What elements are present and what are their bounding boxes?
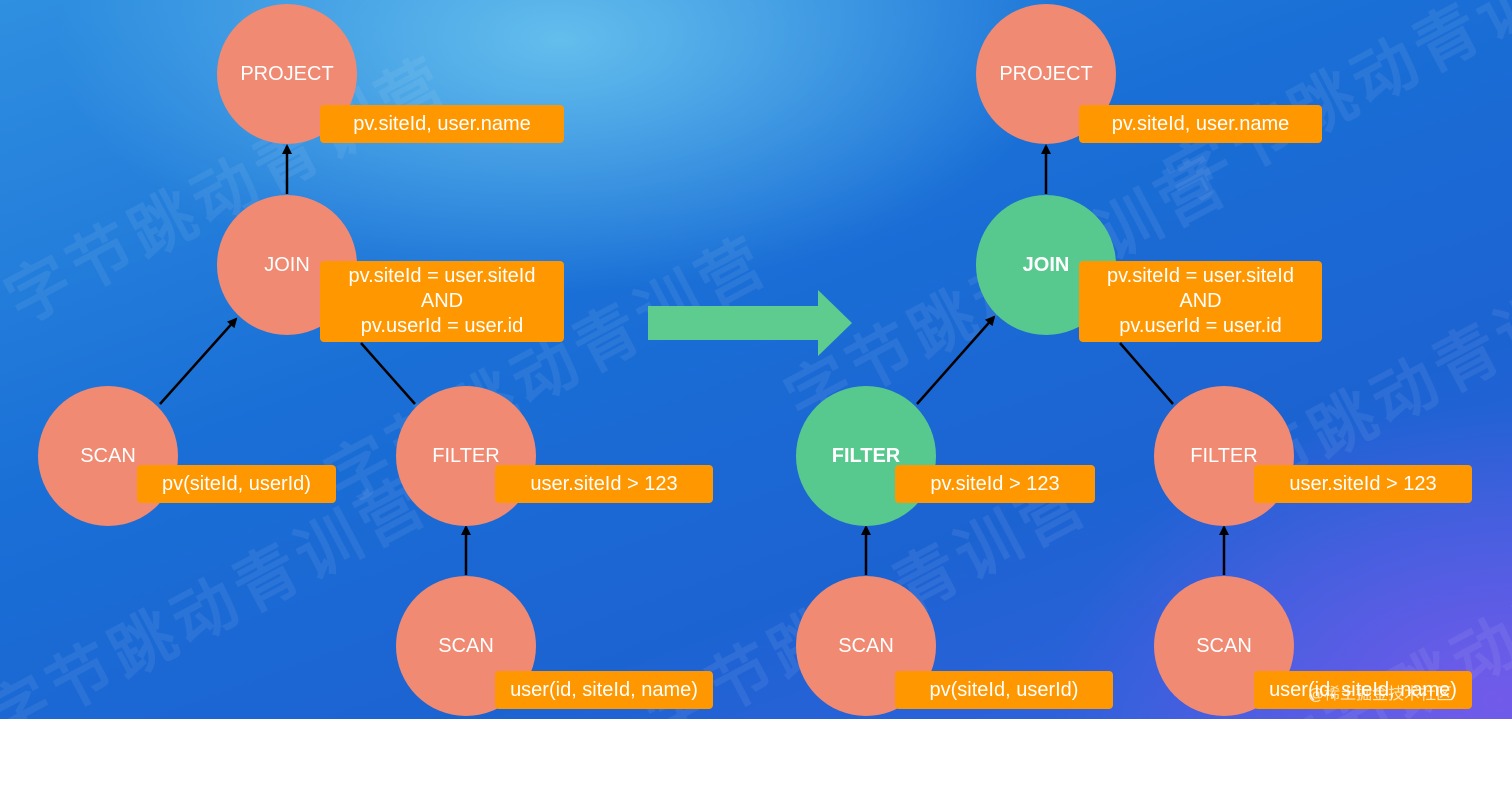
- edge-filter-to-join: [360, 342, 416, 405]
- filter-predicate-tag: user.siteId > 123: [495, 465, 713, 503]
- footer-watermark: @稀土掘金技术社区: [1308, 684, 1453, 703]
- node-label: SCAN: [1196, 634, 1252, 657]
- join-condition-line: pv.siteId = user.siteId: [348, 265, 536, 287]
- node-label: SCAN: [438, 634, 494, 657]
- edge-filter-pv-to-join: [916, 315, 996, 405]
- edge-layer: [159, 144, 1229, 575]
- node-label: SCAN: [80, 444, 136, 467]
- node-label: FILTER: [432, 444, 500, 467]
- node-label: FILTER: [831, 444, 901, 467]
- join-condition-tag: pv.siteId = user.siteId AND pv.userId = …: [1079, 261, 1322, 342]
- node-label: JOIN: [1022, 253, 1070, 276]
- scan-user-columns-tag: user(id, siteId, name): [495, 671, 713, 709]
- scan-pv-columns-tag: pv(siteId, userId): [895, 671, 1113, 709]
- join-condition-line: pv.siteId = user.siteId: [1107, 265, 1294, 287]
- filter-user-node: FILTER: [1154, 386, 1294, 526]
- node-label: PROJECT: [240, 62, 334, 85]
- diagram-canvas: 字节跳动青训营 字节跳动青训营 字节跳动青训营 字节跳动青训营 字节跳动青训营 …: [0, 0, 1512, 719]
- join-condition-line: AND: [1179, 290, 1222, 312]
- join-condition-tag: pv.siteId = user.siteId AND pv.userId = …: [320, 261, 564, 342]
- node-label: SCAN: [838, 634, 894, 657]
- filter-pv-predicate-tag: pv.siteId > 123: [895, 465, 1095, 503]
- filter-pv-node-highlighted: FILTER: [796, 386, 936, 526]
- node-label: FILTER: [1190, 444, 1258, 467]
- join-condition-line: pv.userId = user.id: [360, 315, 524, 337]
- node-label: JOIN: [264, 253, 310, 276]
- node-label: PROJECT: [999, 62, 1093, 85]
- join-condition-line: pv.userId = user.id: [1119, 315, 1282, 337]
- project-columns-tag: pv.siteId, user.name: [1079, 105, 1322, 143]
- scan-pv-columns-tag: pv(siteId, userId): [137, 465, 336, 503]
- scan-pv-node: SCAN: [38, 386, 178, 526]
- transform-arrow: [648, 290, 852, 356]
- edge-filter-user-to-join: [1119, 342, 1174, 405]
- join-condition-line: AND: [420, 290, 464, 312]
- scan-user-columns-tag: user(id, siteId, name): [1254, 671, 1472, 709]
- filter-user-predicate-tag: user.siteId > 123: [1254, 465, 1472, 503]
- project-columns-tag: pv.siteId, user.name: [320, 105, 564, 143]
- edge-scan-pv-to-join: [159, 317, 238, 405]
- filter-node: FILTER: [396, 386, 536, 526]
